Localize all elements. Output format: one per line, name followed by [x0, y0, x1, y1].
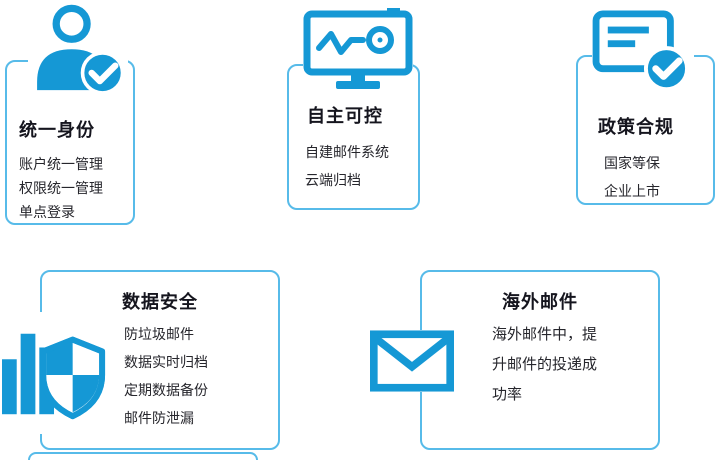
cutoff-card-top [28, 452, 258, 460]
card-feature-list: 防垃圾邮件 数据实时归档 定期数据备份 邮件防泄漏 [42, 320, 278, 432]
feature-line: 权限统一管理 [19, 180, 103, 196]
feature-line: 防垃圾邮件 [124, 326, 194, 342]
card-feature-list: 账户统一管理 权限统一管理 单点登录 [7, 152, 133, 224]
feature-line: 数据实时归档 [124, 354, 208, 370]
envelope-icon [370, 330, 454, 392]
feature-line: 自建邮件系统 [305, 144, 389, 160]
barchart-shield-icon [2, 312, 108, 434]
card-title: 自主可控 [307, 106, 383, 126]
monitor-pulse-icon [303, 8, 413, 92]
card-feature-list: 海外邮件中，提 升邮件的投递成 功率 [422, 320, 658, 410]
user-check-icon [28, 2, 128, 102]
feature-line: 企业上市 [604, 183, 660, 199]
feature-line: 账户统一管理 [19, 156, 103, 172]
feature-line: 国家等保 [604, 155, 660, 171]
card-title: 数据安全 [122, 292, 198, 312]
card-overseas-mail: 海外邮件 海外邮件中，提 升邮件的投递成 功率 [420, 270, 660, 450]
card-feature-list: 国家等保 企业上市 [578, 149, 713, 205]
card-title: 海外邮件 [502, 292, 578, 312]
card-title: 统一身份 [19, 120, 95, 140]
feature-line: 海外邮件中，提 [492, 326, 598, 343]
feature-line: 邮件防泄漏 [124, 410, 194, 426]
feature-line: 定期数据备份 [124, 382, 208, 398]
feature-line: 功率 [492, 386, 523, 403]
feature-line: 单点登录 [19, 204, 75, 220]
feature-line: 升邮件的投递成 [492, 356, 598, 373]
card-title: 政策合规 [598, 117, 674, 137]
license-check-icon [592, 8, 694, 98]
card-feature-list: 自建邮件系统 云端归档 [289, 138, 418, 194]
feature-line: 云端归档 [305, 172, 361, 188]
